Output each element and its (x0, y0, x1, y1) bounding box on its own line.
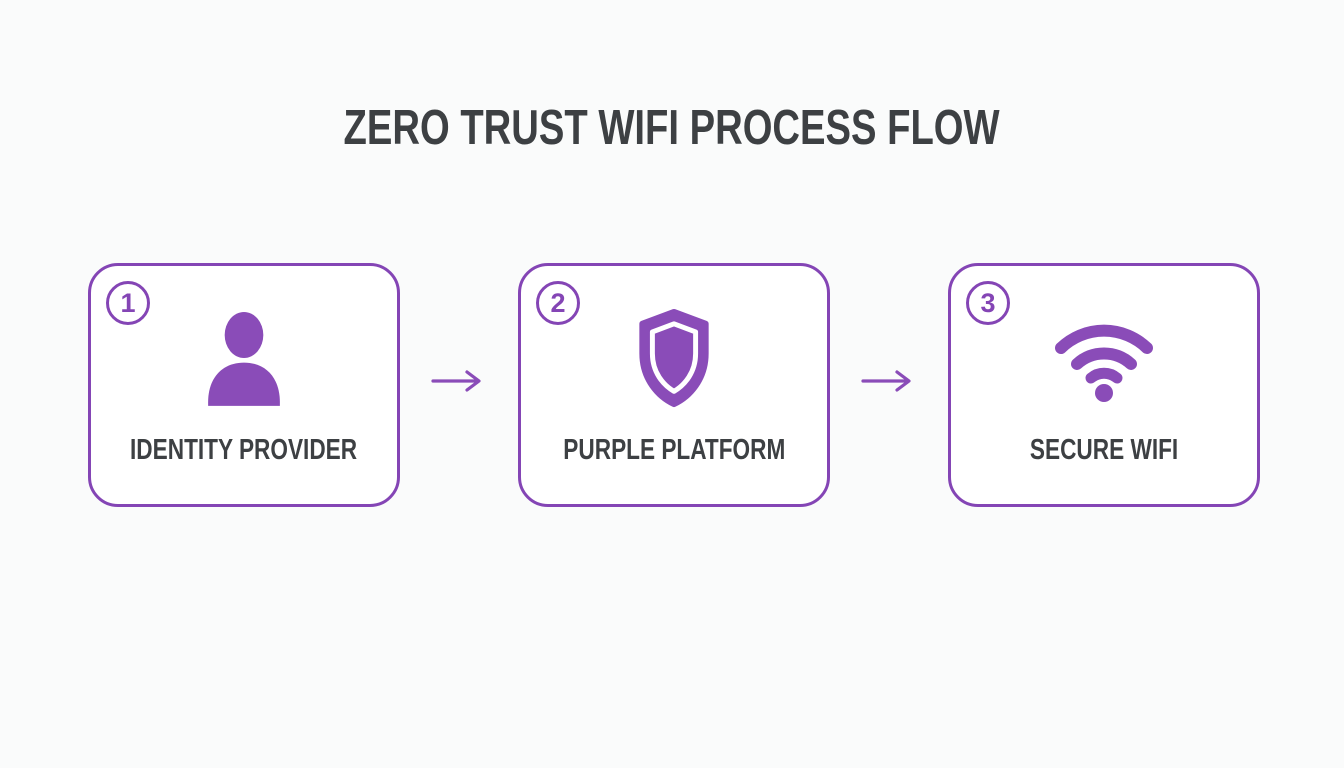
step-number-badge: 3 (966, 281, 1010, 325)
arrow-right-icon (860, 368, 918, 394)
step-label: PURPLE PLATFORM (521, 434, 827, 467)
step-number-text: 1 (120, 287, 136, 318)
step-label-text: IDENTITY PROVIDER (130, 434, 358, 466)
user-icon (91, 306, 397, 410)
wifi-icon (951, 306, 1257, 410)
step-label: SECURE WIFI (951, 434, 1257, 467)
shield-icon (521, 306, 827, 410)
step-label-text: SECURE WIFI (1029, 434, 1179, 466)
arrow-right-icon (430, 368, 488, 394)
step-card-identity-provider: 1 IDENTITY PROVIDER (88, 263, 400, 507)
step-card-purple-platform: 2 PURPLE PLATFORM (518, 263, 830, 507)
step-number-badge: 1 (106, 281, 150, 325)
step-label: IDENTITY PROVIDER (91, 434, 397, 467)
page-title-text: ZERO TRUST WIFI PROCESS FLOW (343, 101, 1001, 155)
step-number-badge: 2 (536, 281, 580, 325)
step-label-text: PURPLE PLATFORM (562, 434, 786, 466)
step-number-text: 2 (550, 287, 566, 318)
page-title: ZERO TRUST WIFI PROCESS FLOW (0, 100, 1344, 156)
step-card-secure-wifi: 3 SECURE WIFI (948, 263, 1260, 507)
step-number-text: 3 (980, 287, 996, 318)
